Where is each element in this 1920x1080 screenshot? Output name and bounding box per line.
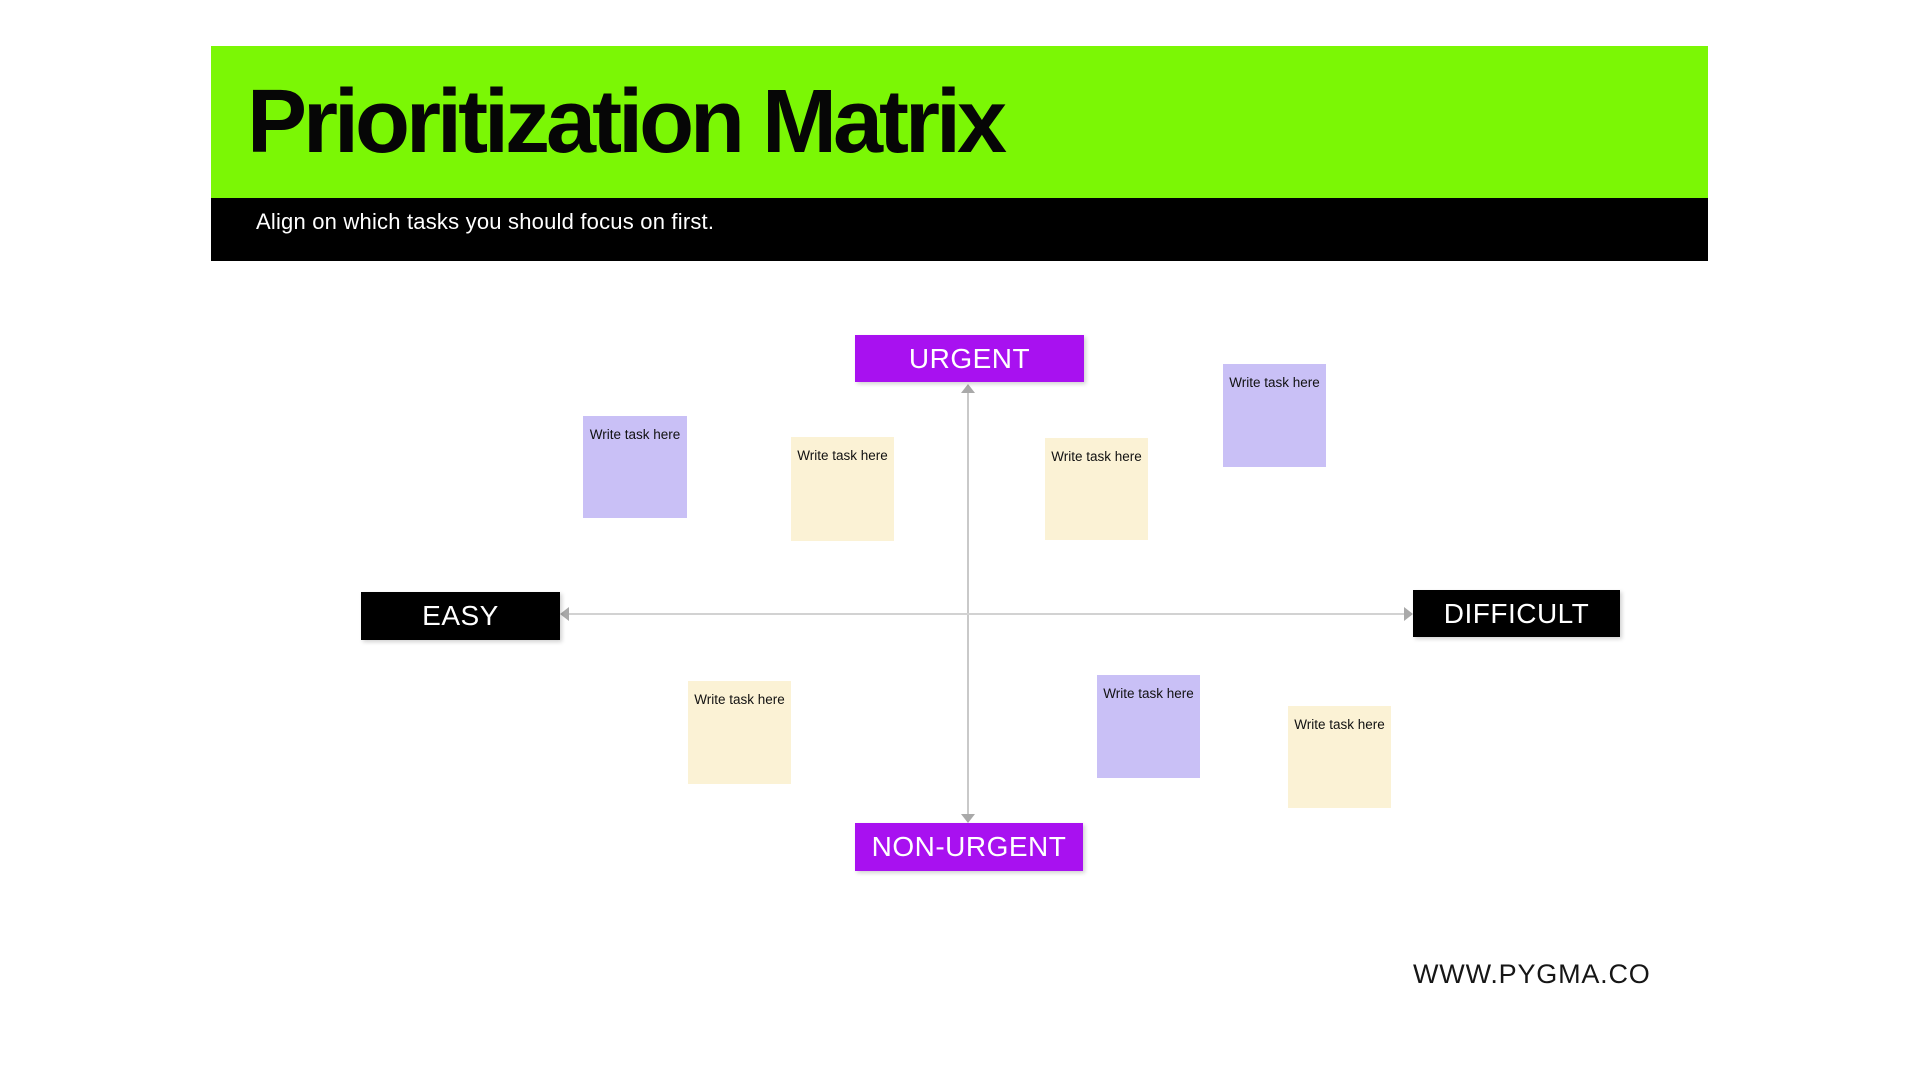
- website-url: WWW.PYGMA.CO: [1413, 959, 1651, 989]
- axis-label-urgent: URGENT: [855, 335, 1084, 382]
- page-title: Prioritization Matrix: [247, 71, 1007, 172]
- axis-label-easy-text: EASY: [422, 600, 499, 631]
- sticky-note[interactable]: Write task here: [1288, 706, 1391, 808]
- sticky-note[interactable]: Write task here: [688, 681, 791, 784]
- axis-label-difficult-text: DIFFICULT: [1443, 597, 1590, 629]
- page-subtitle: Align on which tasks you should focus on…: [256, 209, 715, 234]
- subtitle-bar: Align on which tasks you should focus on…: [211, 198, 1708, 261]
- arrow-down-icon: [961, 814, 975, 823]
- sticky-note[interactable]: Write task here: [1045, 438, 1148, 540]
- sticky-note[interactable]: Write task here: [1097, 675, 1200, 778]
- sticky-note-text: Write task here: [797, 448, 888, 463]
- title-banner: Prioritization Matrix: [211, 46, 1708, 198]
- axis-label-non-urgent-text: NON-URGENT: [871, 831, 1067, 862]
- axis-label-urgent-text: URGENT: [908, 342, 1031, 374]
- axis-label-difficult: DIFFICULT: [1413, 590, 1620, 637]
- arrow-right-icon: [1404, 607, 1413, 621]
- vertical-axis-line: [967, 393, 969, 816]
- sticky-note-text: Write task here: [1294, 717, 1385, 732]
- arrow-left-icon: [560, 607, 569, 621]
- sticky-note[interactable]: Write task here: [791, 437, 894, 541]
- horizontal-axis-line: [569, 613, 1405, 615]
- arrow-up-icon: [961, 384, 975, 393]
- sticky-note[interactable]: Write task here: [583, 416, 687, 518]
- axis-label-non-urgent: NON-URGENT: [855, 823, 1083, 871]
- sticky-note-text: Write task here: [1051, 449, 1142, 464]
- sticky-note-text: Write task here: [1103, 686, 1194, 701]
- sticky-note-text: Write task here: [694, 692, 785, 707]
- axis-label-easy: EASY: [361, 592, 560, 640]
- sticky-note-text: Write task here: [589, 427, 681, 442]
- sticky-note[interactable]: Write task here: [1223, 364, 1326, 467]
- sticky-note-text: Write task here: [1229, 375, 1320, 390]
